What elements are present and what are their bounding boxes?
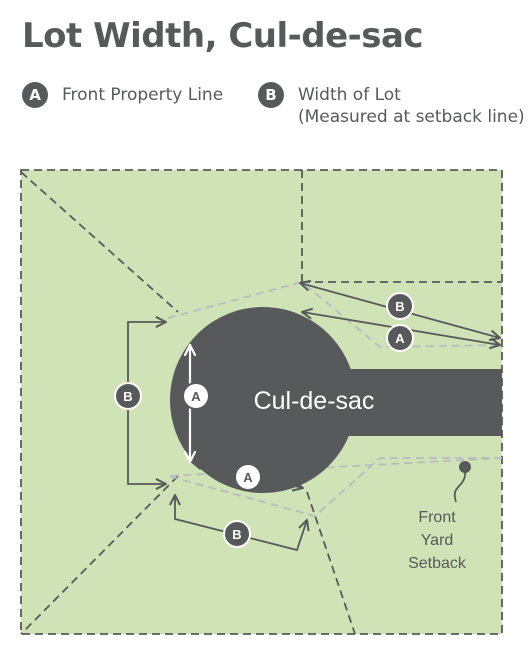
marker-a-bottom-label: A [243, 470, 253, 485]
legend-item-width-of-lot: B Width of Lot (Measured at setback line… [258, 82, 525, 128]
marker-b-left-label: B [123, 389, 132, 404]
marker-b-left: B [114, 382, 142, 410]
legend-badge-a: A [22, 82, 48, 108]
cul-de-sac-label: Cul-de-sac [254, 387, 375, 415]
legend-label-width-of-lot: Width of Lot (Measured at setback line) [298, 84, 525, 128]
setback-callout: Front Yard Setback [408, 461, 471, 572]
front-line-a-left-arrow-top [183, 343, 197, 357]
setback-callout-leader [453, 469, 466, 503]
legend-item-front-property-line: A Front Property Line [22, 82, 223, 108]
front-line-a-left-arrow-bottom [183, 450, 197, 464]
access-road [310, 369, 502, 436]
setback-label-line-1: Front [418, 509, 456, 526]
lot-line-northwest [20, 171, 179, 313]
marker-b-bottom: B [223, 520, 251, 548]
legend-label-text: Front Property Line [62, 85, 224, 105]
setback-label-line-3: Setback [408, 555, 467, 572]
lot-line-southwest [20, 475, 179, 635]
setback-callout-dot [459, 461, 471, 473]
legend-label-text: Width of Lot [298, 85, 401, 105]
marker-a-left-label: A [191, 389, 201, 404]
lot-line-south [306, 491, 356, 635]
lot-boundary [20, 169, 503, 635]
marker-a-top-right: A [386, 324, 414, 352]
legend-label-front-property-line: Front Property Line [62, 84, 223, 106]
marker-a-top-right-label: A [395, 331, 405, 346]
marker-a-bottom: A [234, 463, 262, 491]
cul-de-sac-road [170, 307, 502, 493]
legend-sublabel-text: (Measured at setback line) [298, 107, 525, 127]
setback-label-line-2: Yard [421, 532, 454, 549]
marker-b-top-right: B [386, 292, 414, 320]
legend-badge-b: B [258, 82, 284, 108]
marker-b-top-right-label: B [395, 299, 404, 314]
marker-b-bottom-label: B [232, 527, 241, 542]
marker-a-left: A [182, 382, 210, 410]
page-title: Lot Width, Cul-de-sac [22, 16, 424, 56]
cul-de-sac-bulb [170, 307, 356, 493]
